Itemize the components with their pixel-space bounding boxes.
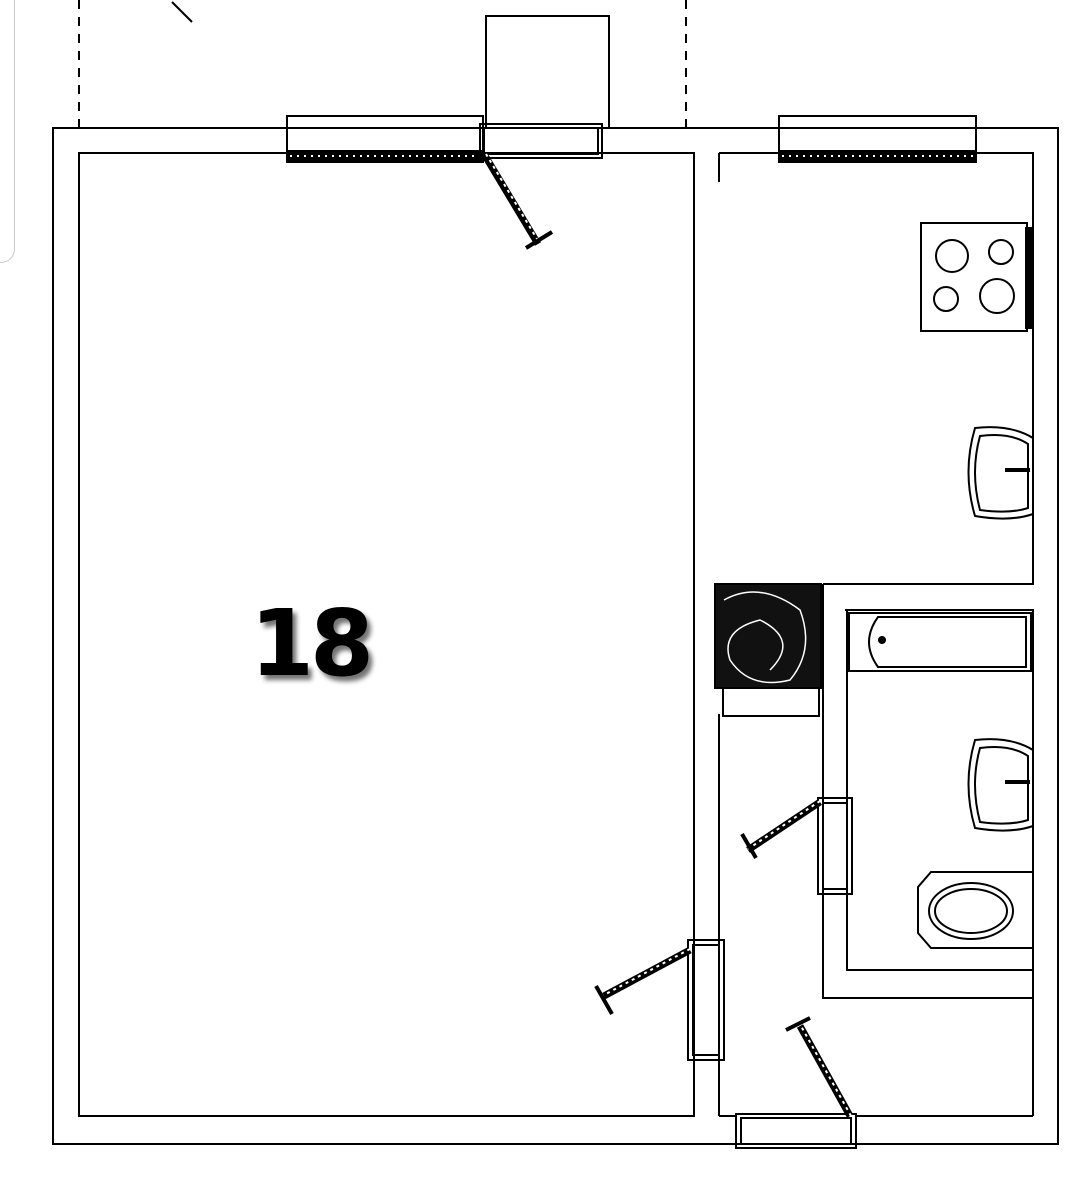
balcony-dashed-lines (78, 0, 687, 128)
balcony-edge-line (171, 1, 193, 23)
room-door (594, 939, 725, 1061)
bathroom-door (740, 797, 853, 895)
exterior-wall (52, 127, 1059, 1145)
window-kitchen (778, 115, 977, 163)
bathtub (848, 612, 1032, 672)
utility-column (714, 583, 822, 717)
bathroom-washbasin (967, 738, 1034, 832)
bathroom-wall (822, 584, 1034, 999)
toilet (917, 871, 1034, 949)
window-living-room (286, 115, 484, 163)
ventilation-shaft (485, 15, 610, 129)
balcony-door-swing (480, 152, 554, 250)
kitchen-sink (967, 426, 1034, 520)
stove (920, 222, 1033, 332)
entrance-door (735, 1016, 857, 1149)
balcony-door (479, 123, 603, 159)
room-area-label: 18 (250, 590, 374, 697)
